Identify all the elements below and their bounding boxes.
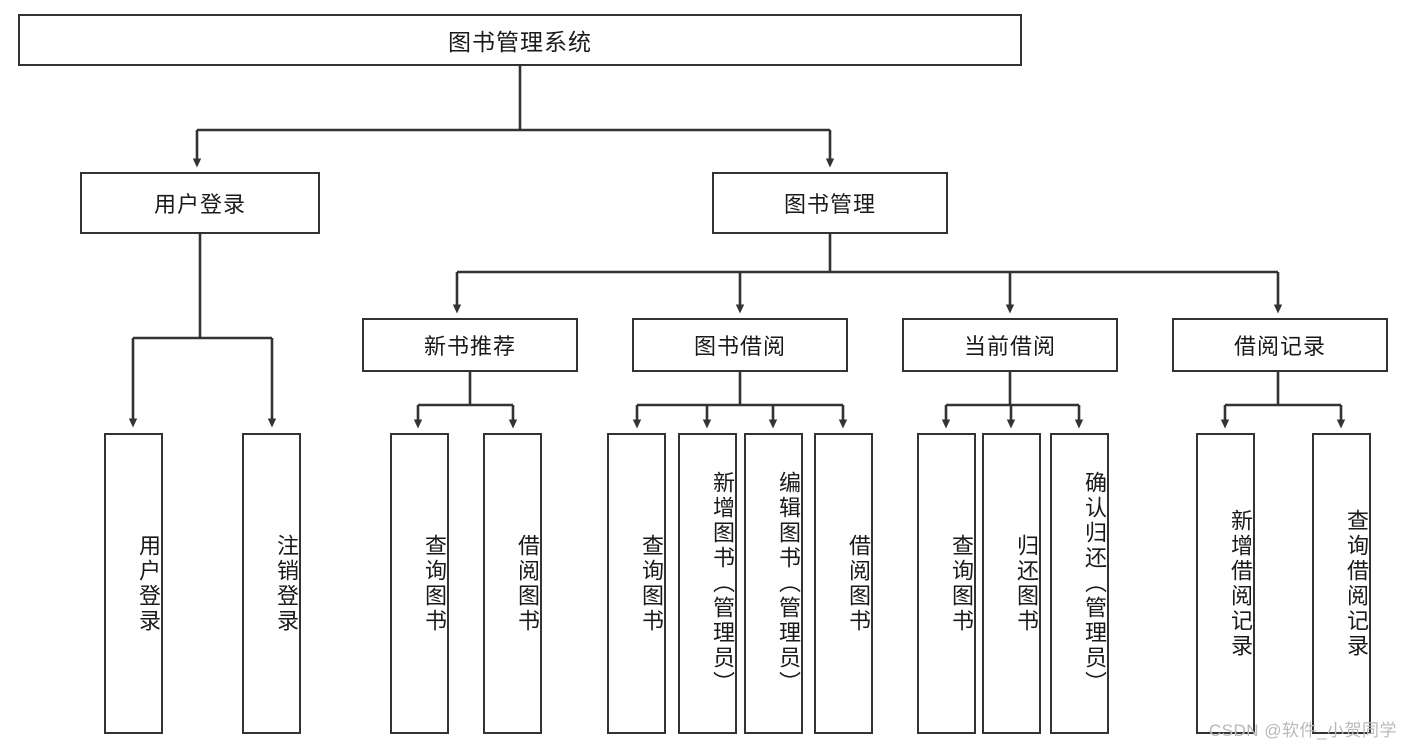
node-user-login[interactable]: 用户登录: [80, 172, 320, 234]
node-label: 借阅图书: [846, 533, 871, 634]
leaf-logout[interactable]: 注销登录: [242, 433, 301, 734]
leaf-return-book[interactable]: 归还图书: [982, 433, 1041, 734]
node-label: 确认归还（管理员）: [1082, 471, 1107, 696]
node-label: 借阅记录: [1233, 334, 1326, 359]
node-label: 注销登录: [274, 533, 299, 634]
leaf-query-book-borrow[interactable]: 查询图书: [607, 433, 666, 734]
leaf-edit-book-admin[interactable]: 编辑图书（管理员）: [744, 433, 803, 734]
node-label: 图书管理系统: [448, 29, 592, 55]
node-borrow-record[interactable]: 借阅记录: [1172, 318, 1388, 372]
node-book-borrow[interactable]: 图书借阅: [632, 318, 848, 372]
node-label: 新书推荐: [423, 334, 516, 359]
node-current-borrow[interactable]: 当前借阅: [902, 318, 1118, 372]
node-book-management[interactable]: 图书管理: [712, 172, 948, 234]
node-label: 查询图书: [639, 533, 664, 634]
leaf-query-book-new[interactable]: 查询图书: [390, 433, 449, 734]
leaf-confirm-return-admin[interactable]: 确认归还（管理员）: [1050, 433, 1109, 734]
node-label: 新增借阅记录: [1228, 508, 1253, 659]
leaf-query-book-current[interactable]: 查询图书: [917, 433, 976, 734]
leaf-borrow-book-new[interactable]: 借阅图书: [483, 433, 542, 734]
node-label: 图书管理: [783, 192, 876, 217]
node-label: 查询图书: [422, 533, 447, 634]
node-label: 当前借阅: [963, 334, 1056, 359]
leaf-borrow-book[interactable]: 借阅图书: [814, 433, 873, 734]
node-label: 查询图书: [949, 533, 974, 634]
node-label: 用户登录: [153, 192, 246, 217]
node-label: 归还图书: [1014, 533, 1039, 634]
node-root-book-management-system[interactable]: 图书管理系统: [18, 14, 1022, 66]
node-label: 图书借阅: [693, 334, 786, 359]
node-label: 编辑图书（管理员）: [776, 471, 801, 696]
watermark: CSDN @软件_小贺同学: [1208, 721, 1397, 740]
leaf-add-borrow-record[interactable]: 新增借阅记录: [1196, 433, 1255, 734]
node-label: 查询借阅记录: [1344, 508, 1369, 659]
leaf-query-borrow-record[interactable]: 查询借阅记录: [1312, 433, 1371, 734]
node-label: 用户登录: [136, 533, 161, 634]
leaf-add-book-admin[interactable]: 新增图书（管理员）: [678, 433, 737, 734]
leaf-user-login[interactable]: 用户登录: [104, 433, 163, 734]
node-label: 借阅图书: [515, 533, 540, 634]
node-label: 新增图书（管理员）: [710, 471, 735, 696]
node-new-book-recommend[interactable]: 新书推荐: [362, 318, 578, 372]
